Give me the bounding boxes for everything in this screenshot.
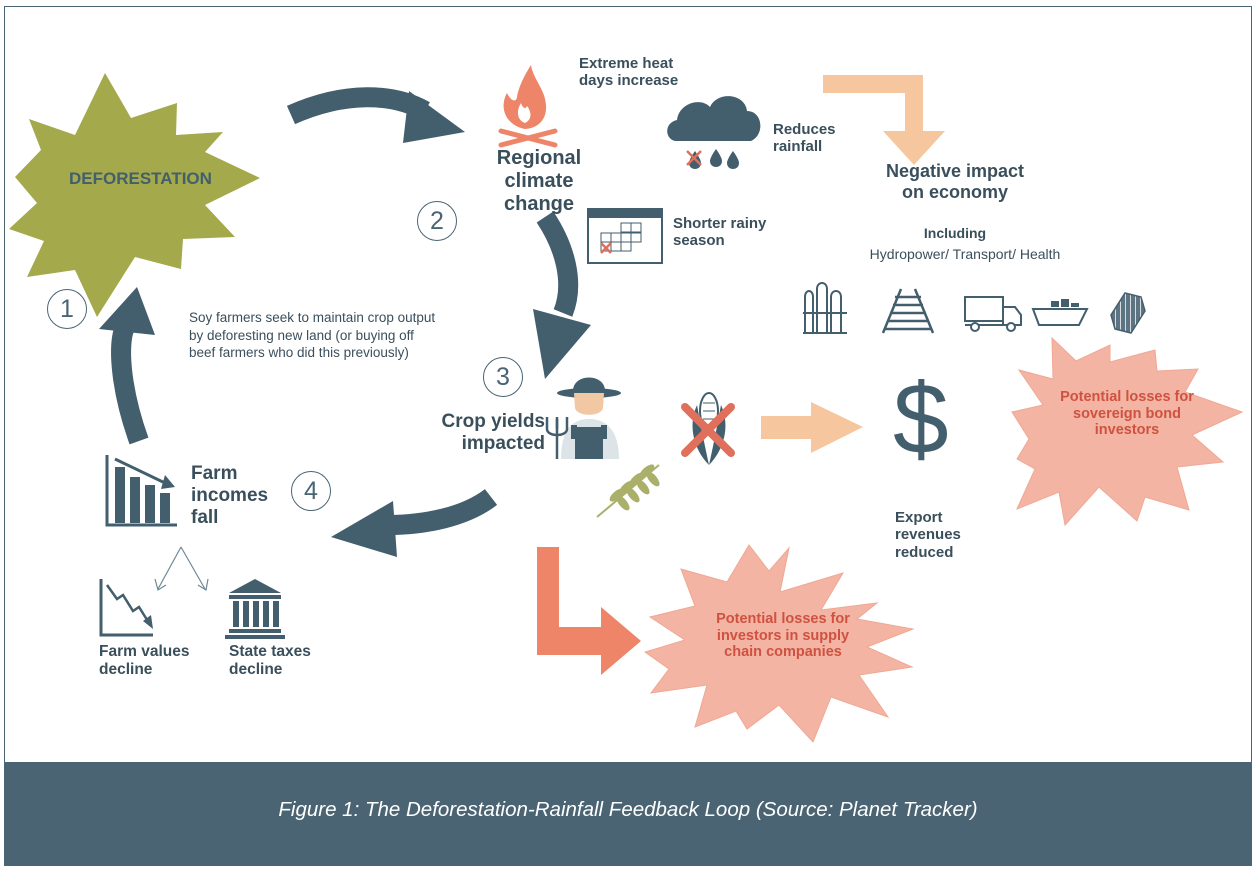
supply-chain-losses-label: Potential losses for investors in supply… xyxy=(716,611,850,661)
export-revenues-label: Export revenues reduced xyxy=(895,509,961,561)
coffin-icon xyxy=(1110,292,1146,334)
arrow-head-2 xyxy=(533,309,591,379)
arrow-to-economy xyxy=(823,75,945,165)
sovereign-losses-label: Potential losses for sovereign bond inve… xyxy=(1060,389,1194,439)
soy-farmers-note: Soy farmers seek to maintain crop output… xyxy=(189,310,436,361)
step-3-badge: 3 xyxy=(483,357,523,397)
railway-icon xyxy=(881,288,935,334)
farm-incomes-label: Farm incomes fall xyxy=(191,463,269,528)
regional-climate-change-label: Regional climate change xyxy=(496,147,582,215)
arrow-to-export xyxy=(761,402,863,453)
reduces-rainfall-label: Reduces rainfall xyxy=(773,121,836,156)
shorter-rainy-season-label: Shorter rainy season xyxy=(673,215,767,250)
sovereign-losses-burst xyxy=(1011,336,1244,527)
farm-values-label: Farm values decline xyxy=(99,643,190,678)
thin-arrow-left-head xyxy=(154,578,167,591)
deforestation-burst xyxy=(9,73,260,317)
wheat-icon xyxy=(596,464,660,518)
cloud-rain-icon xyxy=(667,96,761,169)
step-4-badge: 4 xyxy=(291,471,331,511)
including-label: Including xyxy=(923,225,987,241)
bar-chart-decline-icon xyxy=(105,455,177,527)
caption-bar: Figure 1: The Deforestation-Rainfall Fee… xyxy=(4,762,1252,866)
hydropower-dam-icon xyxy=(803,282,847,334)
dollar-sign: $ xyxy=(893,363,949,475)
truck-icon xyxy=(964,296,1022,332)
bank-icon xyxy=(225,579,285,639)
state-taxes-label: State taxes decline xyxy=(229,643,311,678)
supply-chain-losses-burst xyxy=(643,544,915,743)
figure-frame: DEFORESTATION Regional climate change Ex… xyxy=(4,6,1252,866)
thin-arrow-left xyxy=(157,546,182,590)
figure-caption: Figure 1: The Deforestation-Rainfall Fee… xyxy=(278,798,978,821)
fire-icon xyxy=(498,65,558,148)
corn-crossed-icon xyxy=(681,392,735,465)
arrow-crops-to-income xyxy=(386,488,498,535)
sectors-label: Hydropower/ Transport/ Health xyxy=(869,246,1061,262)
arrow-head-1 xyxy=(403,91,465,143)
calendar-icon xyxy=(587,208,663,264)
extreme-heat-label: Extreme heat days increase xyxy=(579,55,679,90)
step-2-badge: 2 xyxy=(417,201,457,241)
step-1-badge: 1 xyxy=(47,289,87,329)
arrow-head-3 xyxy=(331,501,397,557)
thin-arrow-right xyxy=(180,546,206,590)
thin-arrow-right-head xyxy=(197,578,209,591)
crop-yields-label: Crop yields impacted xyxy=(441,411,545,454)
deforestation-label: DEFORESTATION xyxy=(69,169,212,188)
feedback-loop-diagram xyxy=(9,65,1244,743)
arrow-to-supply-chain xyxy=(537,547,641,675)
arrow-climate-to-crops xyxy=(536,211,579,317)
negative-impact-label: Negative impact on economy xyxy=(885,161,1025,202)
line-decline-icon xyxy=(99,579,153,637)
arrow-income-to-deforestation xyxy=(111,322,149,445)
arrow-head-4 xyxy=(99,287,155,335)
farmer-icon xyxy=(545,377,621,459)
ship-icon xyxy=(1031,299,1089,326)
arrow-deforestation-to-climate xyxy=(286,87,430,125)
